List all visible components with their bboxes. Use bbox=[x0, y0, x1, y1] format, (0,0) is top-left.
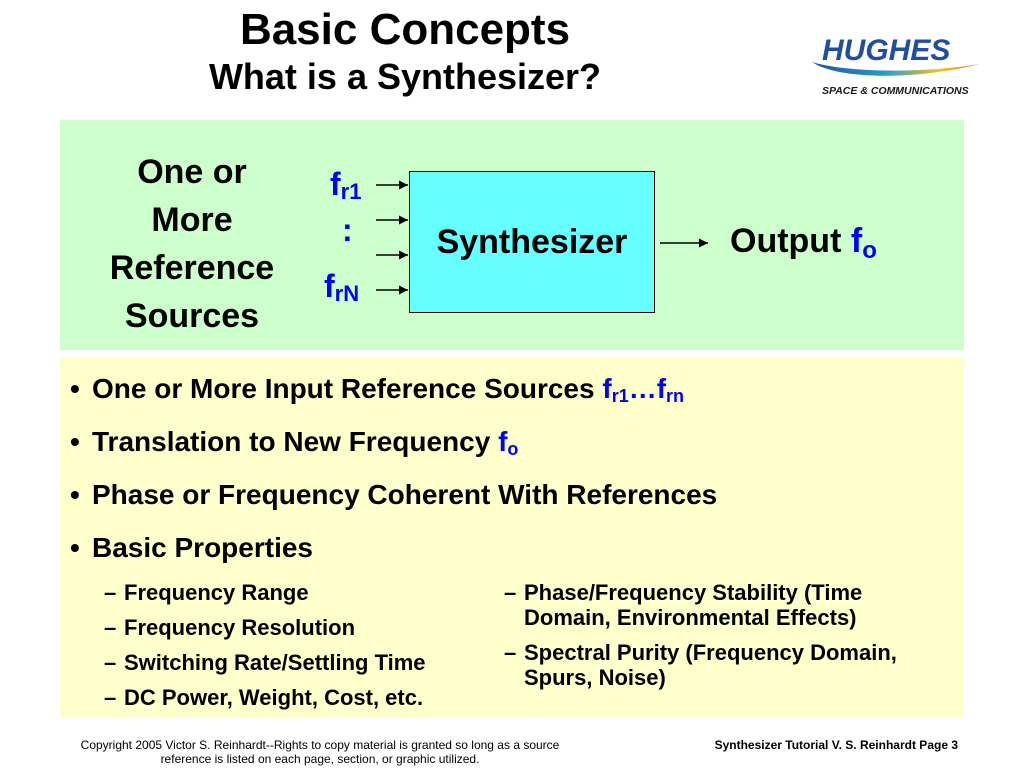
bullet-translation: • Translation to New Frequency fo bbox=[70, 425, 950, 459]
logo-division: SPACE & COMMUNICATIONS bbox=[822, 85, 969, 97]
sub-bullet: –Phase/Frequency Stability (Time Domain,… bbox=[504, 580, 944, 630]
properties-list-right: –Phase/Frequency Stability (Time Domain,… bbox=[504, 580, 944, 700]
dash-icon: – bbox=[504, 580, 517, 605]
symbol-subscript: o bbox=[507, 439, 519, 459]
bullet-dot-icon: • bbox=[70, 532, 80, 563]
symbol-f: f bbox=[498, 426, 508, 457]
properties-list-left: –Frequency Range –Frequency Resolution –… bbox=[104, 580, 426, 720]
sub-bullet: –Spectral Purity (Frequency Domain, Spur… bbox=[504, 640, 944, 690]
symbol-f: f bbox=[602, 373, 612, 404]
bullet-text: Phase or Frequency Coherent With Referen… bbox=[92, 479, 718, 510]
bullet-dot-icon: • bbox=[70, 479, 80, 510]
dash-icon: – bbox=[504, 640, 517, 665]
bullet-text: One or More Input Reference Sources bbox=[92, 373, 595, 404]
input-frn-subscript: rN bbox=[334, 281, 360, 306]
sub-bullet-text: Frequency Range bbox=[124, 580, 309, 605]
sources-line-3: Reference bbox=[109, 249, 275, 287]
input-fr1-subscript: r1 bbox=[340, 179, 362, 204]
output-label: Output fo bbox=[730, 222, 877, 263]
input-fr1-label: fr1 bbox=[330, 166, 361, 203]
bullet-dot-icon: • bbox=[70, 373, 80, 404]
sources-line-1: One or bbox=[137, 153, 247, 191]
sub-bullet-text: DC Power, Weight, Cost, etc. bbox=[124, 685, 424, 710]
sub-bullet: –Frequency Resolution bbox=[104, 615, 426, 640]
copyright-line-1: Copyright 2005 Victor S. Reinhardt--Righ… bbox=[80, 738, 560, 752]
hughes-logo: HUGHES SPACE & COMMUNICATIONS bbox=[812, 34, 980, 97]
input-dots: : bbox=[342, 212, 353, 248]
sub-bullet-text: Spectral Purity (Frequency Domain, Spurs… bbox=[524, 640, 897, 690]
logo-swoosh-icon bbox=[812, 62, 980, 76]
slide-subtitle: What is a Synthesizer? bbox=[208, 56, 602, 97]
bullet-text: Basic Properties bbox=[92, 532, 313, 563]
sub-bullet-text: Frequency Resolution bbox=[124, 615, 356, 640]
output-text: Output bbox=[730, 222, 842, 260]
sources-line-2: More bbox=[151, 201, 233, 239]
bullet-input-sources: •One or More Input Reference Sources fr1… bbox=[70, 372, 950, 406]
slide-title: Basic Concepts bbox=[239, 5, 571, 54]
output-symbol-f: f bbox=[850, 222, 863, 260]
dash-icon: – bbox=[104, 580, 117, 605]
input-frn-symbol: f bbox=[324, 268, 335, 304]
dash-icon: – bbox=[104, 650, 117, 675]
logo-wordmark: HUGHES bbox=[822, 34, 950, 67]
copyright-line-2: reference is listed on each page, sectio… bbox=[160, 752, 480, 766]
output-symbol-subscript: o bbox=[862, 237, 877, 264]
bullet-dot-icon: • bbox=[70, 426, 80, 457]
output-symbol: fo bbox=[850, 222, 877, 263]
sub-bullet: –DC Power, Weight, Cost, etc. bbox=[104, 685, 426, 710]
bullet-coherent: • Phase or Frequency Coherent With Refere… bbox=[70, 478, 950, 512]
input-fr1-symbol: f bbox=[330, 166, 341, 202]
sources-line-4: Sources bbox=[124, 297, 260, 335]
sub-bullet: –Frequency Range bbox=[104, 580, 426, 605]
bullet-output-symbol: fo bbox=[498, 426, 519, 459]
input-frn-label: frN bbox=[324, 268, 359, 305]
synthesizer-block: Synthesizer bbox=[409, 171, 655, 313]
bullet-basic-properties: • Basic Properties bbox=[70, 531, 950, 565]
dash-icon: – bbox=[104, 615, 117, 640]
symbol-f: f bbox=[656, 373, 667, 404]
bullet-frequency-range-symbol: fr1…frn bbox=[602, 373, 685, 406]
bullet-text: Translation to New Frequency bbox=[92, 426, 491, 457]
sub-bullet: –Switching Rate/Settling Time bbox=[104, 650, 426, 675]
sub-bullet-text: Switching Rate/Settling Time bbox=[124, 650, 426, 675]
dash-icon: – bbox=[104, 685, 117, 710]
reference-sources-label: One or More Reference Sources bbox=[86, 148, 298, 340]
sub-bullet-text: Phase/Frequency Stability (Time Domain, … bbox=[524, 580, 863, 630]
symbol-subscript: r1 bbox=[611, 386, 629, 406]
copyright-notice: Copyright 2005 Victor S. Reinhardt--Righ… bbox=[20, 738, 620, 766]
symbol-ellipsis: … bbox=[628, 373, 657, 404]
symbol-subscript: rn bbox=[666, 386, 685, 406]
page-number-label: Synthesizer Tutorial V. S. Reinhardt Pag… bbox=[714, 738, 958, 752]
synthesizer-block-label: Synthesizer bbox=[436, 222, 628, 261]
main-bullet-list: •One or More Input Reference Sources fr1… bbox=[70, 372, 950, 584]
bullets-panel bbox=[60, 357, 964, 717]
